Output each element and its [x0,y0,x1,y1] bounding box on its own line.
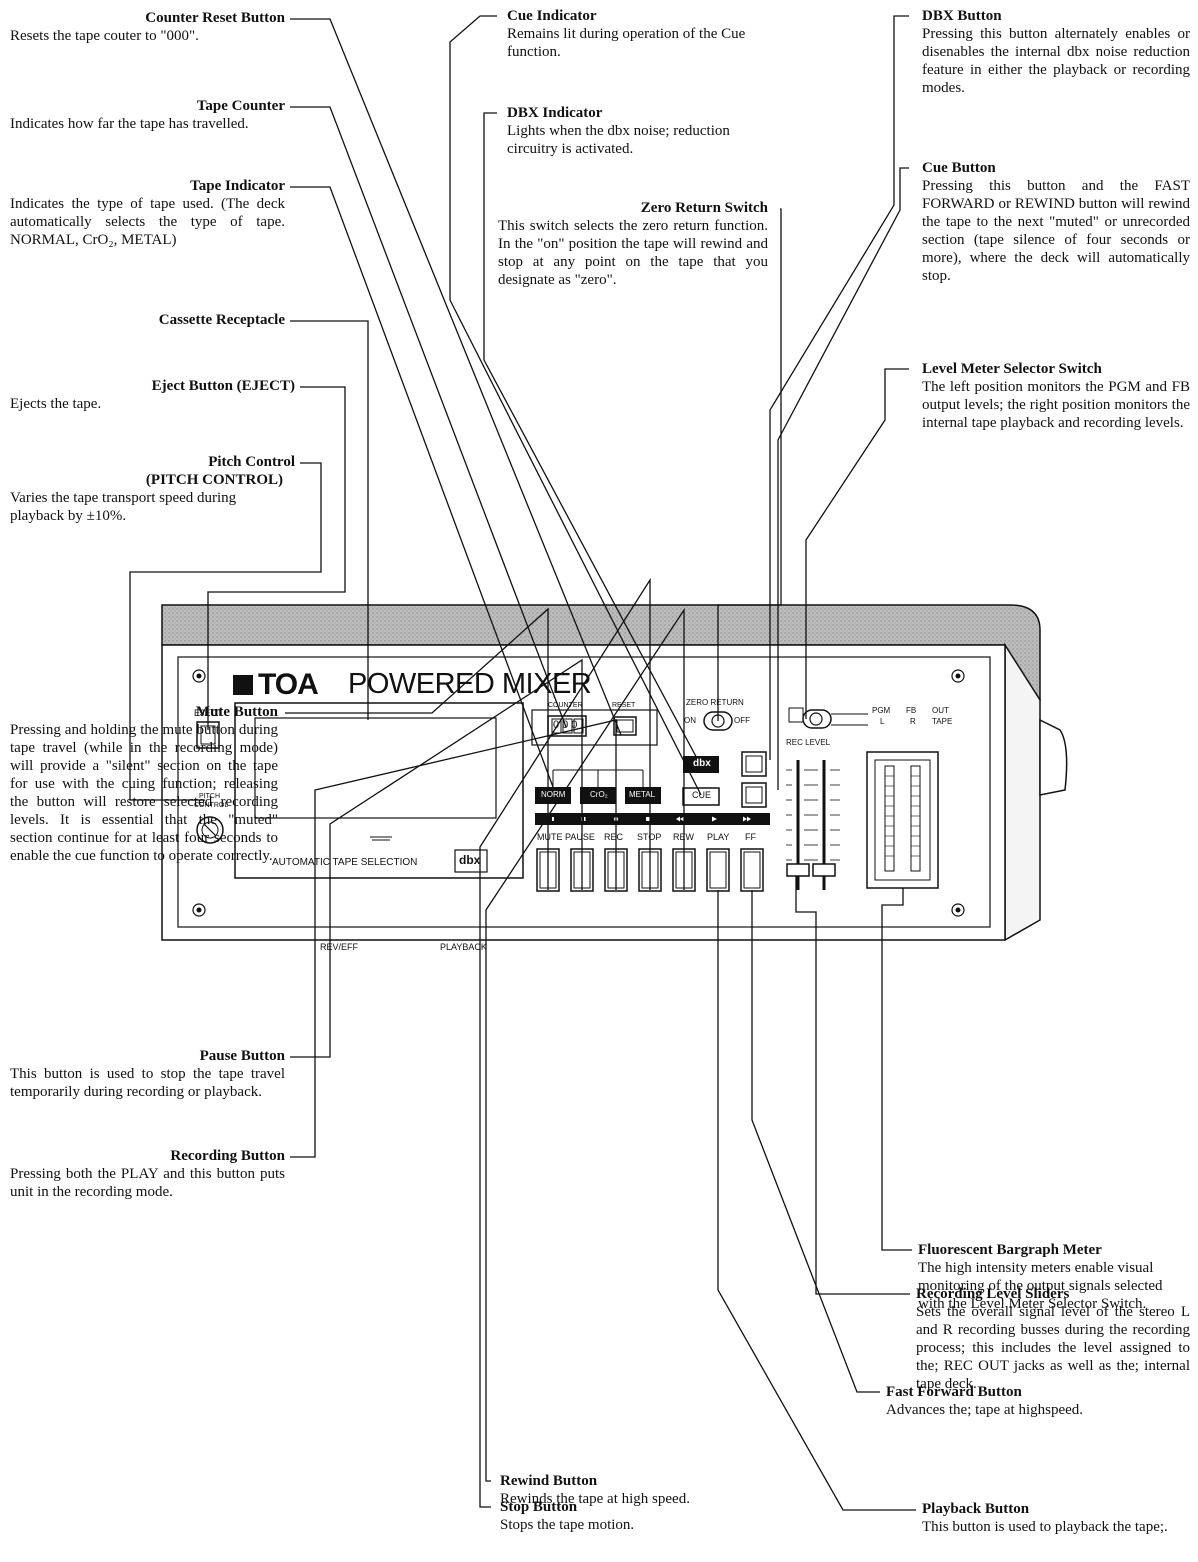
callout-title: Recording Level Sliders [916,1286,1070,1302]
mixer-panel [161,604,1068,942]
callout-ff: Fast Forward Button Advances the; tape a… [886,1383,1186,1419]
callout-eject: Eject Button (EJECT) Ejects the tape. [10,377,295,413]
callout-desc: Stops the tape motion. [500,1517,635,1533]
callout-title: Stop Button [500,1499,578,1515]
callout-dbx-button: DBX Button Pressing this button alternat… [922,7,1190,97]
cue-indicator [682,787,720,806]
bargraph-segments [884,765,921,872]
cassette-window [254,717,497,819]
tape-norm-indicator [535,787,571,804]
callout-desc: Rewinds the tape at high speed. [500,1491,690,1507]
dbx-indicator [683,756,719,773]
callout-desc: Lights when the dbx noise; reduction cir… [507,123,730,157]
callout-title: Fluorescent Bargraph Meter [918,1242,1102,1258]
callout-desc: This button is used to stop the tape tra… [10,1066,285,1100]
callout-title: Mute Button [195,704,278,720]
callout-title: DBX Button [922,8,1002,24]
callout-desc: Sets the overall signal level of the ste… [916,1304,1190,1392]
callout-stop: Stop Button Stops the tape motion. [500,1498,790,1534]
tape-metal-indicator [625,787,661,804]
callout-dbx-indicator: DBX Indicator Lights when the dbx noise;… [507,104,777,158]
panel-side-knob [1039,718,1068,796]
callout-title: Fast Forward Button [886,1384,1022,1400]
callout-cue-button: Cue Button Pressing this button and the … [922,159,1190,285]
callout-title: Cue Indicator [507,8,597,24]
callout-playback: Playback Button This button is used to p… [922,1500,1192,1536]
callout-desc: Remains lit during operation of the Cue … [507,26,746,60]
callout-title: Zero Return Switch [640,200,768,216]
callout-title: Recording Button [170,1148,285,1164]
callout-title: Tape Counter [196,98,285,114]
dbx-logo-box [454,849,488,873]
leader-lines [129,15,916,1511]
callout-tape-indicator: Tape Indicator Indicates the type of tap… [10,177,285,249]
callout-title: Cue Button [922,160,996,176]
callout-desc: This switch selects the zero return func… [498,218,768,288]
callout-title: Pause Button [199,1048,285,1064]
callout-tape-counter: Tape Counter Indicates how far the tape … [10,97,285,133]
callout-title: DBX Indicator [507,105,603,121]
callout-pause: Pause Button This button is used to stop… [10,1047,285,1101]
callout-title: Cassette Receptacle [158,312,285,328]
callout-desc: Pressing and holding the mute button dur… [10,722,278,864]
toa-logo-icon [233,675,253,695]
callout-pitch: Pitch Control (PITCH CONTROL) Varies the… [10,453,295,525]
callout-desc: The high intensity meters enable visual … [918,1260,1163,1312]
callout-rewind: Rewind Button Rewinds the tape at high s… [500,1472,790,1508]
callout-title: Tape Indicator [190,178,285,194]
callout-level-selector: Level Meter Selector Switch The left pos… [922,360,1190,432]
callout-title: Counter Reset Button [145,10,285,26]
callout-sliders: Recording Level Sliders Sets the overall… [916,1285,1190,1393]
callout-counter-reset: Counter Reset Button Resets the tape cou… [10,9,285,45]
callout-desc: Indicates how far the tape has travelled… [10,116,249,132]
callout-desc: Pressing this button and the FAST FORWAR… [922,178,1190,284]
callout-title: Level Meter Selector Switch [922,361,1102,377]
callout-desc: This button is used to playback the tape… [922,1519,1168,1535]
callout-desc: Ejects the tape. [10,396,102,412]
tape-cro2-indicator [580,787,616,804]
callout-recording: Recording Button Pressing both the PLAY … [10,1147,285,1201]
callout-mute: Mute Button Pressing and holding the mut… [10,703,278,865]
transport-symbol-bar [535,813,770,825]
callout-title: Playback Button [922,1501,1030,1517]
callout-title-2: (PITCH CONTROL) [145,472,283,488]
callout-desc: The left position monitors the PGM and F… [922,379,1190,431]
callout-desc: Pressing both the PLAY and this button p… [10,1166,285,1200]
callout-bargraph: Fluorescent Bargraph Meter The high inte… [918,1241,1190,1313]
callout-desc: Advances the; tape at highspeed. [886,1402,1084,1418]
callout-title: Rewind Button [500,1473,598,1489]
callout-cue-indicator: Cue Indicator Remains lit during operati… [507,7,762,61]
callout-desc: Indicates the type of tape used. (The de… [10,196,285,248]
callout-title: Pitch Control [208,454,295,470]
recording-level-sliders [786,760,840,890]
callout-desc: Resets the tape couter to "000". [10,28,199,44]
callout-title: Eject Button (EJECT) [151,378,295,394]
callout-desc: Pressing this button alternately enables… [922,26,1190,96]
callout-desc: Varies the tape transport speed during p… [10,490,237,524]
callout-cassette: Cassette Receptacle [10,311,285,329]
callout-zero-return: Zero Return Switch This switch selects t… [498,199,768,289]
